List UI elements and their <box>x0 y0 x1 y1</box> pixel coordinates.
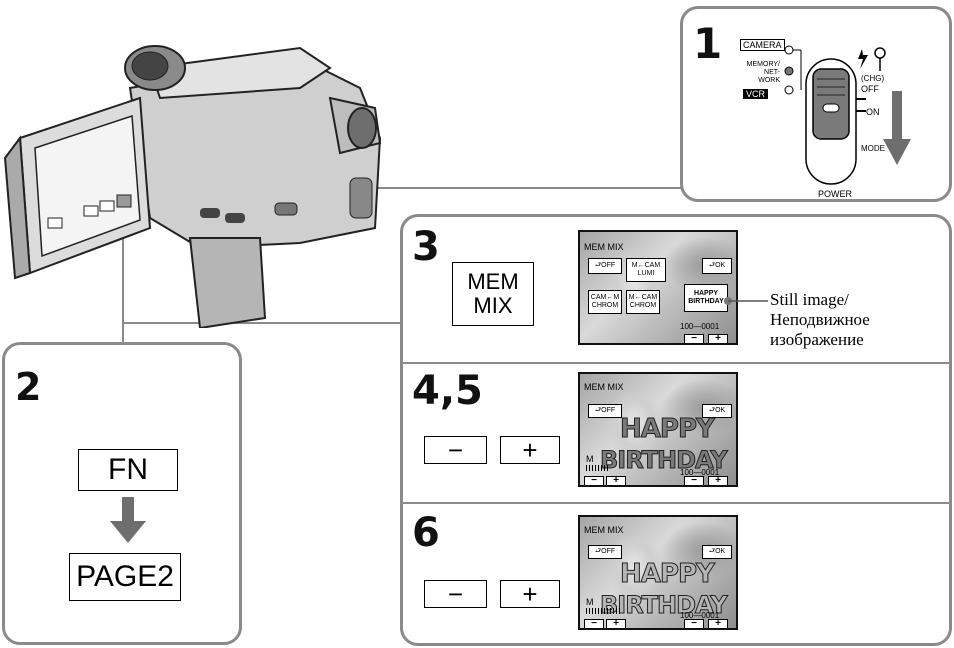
fn-button[interactable]: FN <box>78 449 178 491</box>
off-button[interactable]: ⮐OFF <box>588 404 622 418</box>
minus-button[interactable]: − <box>584 476 604 485</box>
minus-button[interactable]: − <box>684 476 704 485</box>
return-icon: ⮐ <box>708 262 716 269</box>
off-button-label: OFF <box>601 548 616 555</box>
file-number: 100—0001 <box>680 468 720 477</box>
divider-step3-step45 <box>402 362 950 364</box>
down-arrow-icon <box>883 91 911 165</box>
minus-button[interactable]: − <box>424 579 487 609</box>
power-label: POWER <box>818 189 853 199</box>
return-icon: ⮐ <box>594 262 602 269</box>
screen-title: MEM MIX <box>584 242 624 252</box>
return-icon: ⮐ <box>594 548 602 555</box>
vcr-mode-label: VCR <box>743 89 769 99</box>
on-label: ON <box>866 107 880 117</box>
off-button[interactable]: ⮐OFF <box>588 545 622 559</box>
step6-number: 6 <box>412 510 440 556</box>
still-image-annotation: Still image/ Неподвижное изображение <box>770 290 870 349</box>
ok-button-label: OK <box>715 407 726 414</box>
pointer-line <box>724 297 768 305</box>
chg-label: (CHG) <box>861 74 885 83</box>
ok-button[interactable]: ⮐OK <box>702 404 732 418</box>
memory-network-mode-label: MEMORY/ NET- WORK <box>746 61 780 84</box>
off-button-label: OFF <box>601 262 616 269</box>
m-label: M <box>586 597 594 607</box>
screen-title: MEM MIX <box>584 382 624 392</box>
plus-button[interactable]: + <box>606 476 626 485</box>
birthday-text: BIRTHDAY <box>600 446 729 475</box>
ok-button[interactable]: ⮐OK <box>702 545 732 559</box>
mem-mix-button[interactable]: MEM MIX <box>452 262 534 326</box>
ok-button-label: OK <box>715 262 726 269</box>
cam-m-chrom-button[interactable]: CAM←M CHROM <box>588 290 622 314</box>
screen-title: MEM MIX <box>584 525 624 535</box>
plus-button[interactable]: + <box>708 334 728 343</box>
mode-label: MODE <box>861 144 885 153</box>
step1-panel: 1 CAMERA MEMORY/ NET- WORK VCR (CHG) OFF… <box>680 6 952 202</box>
m-label: M <box>586 454 594 464</box>
step45-number: 4,5 <box>412 368 483 414</box>
level-bar <box>586 465 608 471</box>
m-cam-chrom-button[interactable]: M←CAM CHROM <box>626 290 660 314</box>
plus-button[interactable]: + <box>500 435 560 465</box>
m-cam-lumi-button[interactable]: M←CAM LUMI <box>626 258 666 282</box>
step1-number: 1 <box>693 19 723 68</box>
step2-panel: 2 FN PAGE2 <box>2 342 242 645</box>
step3-number: 3 <box>412 224 440 270</box>
off-label: OFF <box>861 84 879 94</box>
step6-lcd-screen: MEM MIX ⮐OFF ⮐OK HAPPY BIRTHDAY M 100—00… <box>578 515 738 630</box>
plus-button[interactable]: + <box>708 619 728 628</box>
flash-key-icon <box>858 47 886 71</box>
step2-number: 2 <box>15 365 42 409</box>
return-icon: ⮐ <box>708 548 716 555</box>
plus-button[interactable]: + <box>500 579 560 609</box>
minus-button[interactable]: − <box>424 435 487 465</box>
ok-button-label: OK <box>715 548 726 555</box>
power-switch-icon <box>805 58 866 185</box>
happy-text: HAPPY <box>620 559 716 590</box>
happy-text: HAPPY <box>620 414 716 445</box>
page2-button[interactable]: PAGE2 <box>69 553 181 601</box>
level-bar <box>586 608 622 614</box>
mode-lamps-icon <box>784 45 802 95</box>
down-arrow-icon <box>110 497 146 543</box>
plus-button[interactable]: + <box>606 619 626 628</box>
return-icon: ⮐ <box>708 407 716 414</box>
divider-step45-step6 <box>402 502 950 504</box>
still-image-thumbnail: HAPPY BIRTHDAY <box>684 284 728 312</box>
step3-lcd-screen: MEM MIX ⮐OFF M←CAM LUMI ⮐OK CAM←M CHROM … <box>578 230 738 345</box>
ok-button[interactable]: ⮐OK <box>702 258 732 274</box>
camera-mode-label: CAMERA <box>740 39 785 51</box>
minus-button[interactable]: − <box>684 334 704 343</box>
off-button-label: OFF <box>601 407 616 414</box>
file-number: 100—0001 <box>680 322 720 331</box>
birthday-text: BIRTHDAY <box>600 591 729 620</box>
off-button[interactable]: ⮐OFF <box>588 258 622 274</box>
plus-button[interactable]: + <box>708 476 728 485</box>
step45-lcd-screen: MEM MIX ⮐OFF ⮐OK HAPPY BIRTHDAY M 100—00… <box>578 372 738 487</box>
minus-button[interactable]: − <box>584 619 604 628</box>
camcorder-illustration <box>3 45 382 328</box>
file-number: 100—0001 <box>680 611 720 620</box>
return-icon: ⮐ <box>594 407 602 414</box>
minus-button[interactable]: − <box>684 619 704 628</box>
